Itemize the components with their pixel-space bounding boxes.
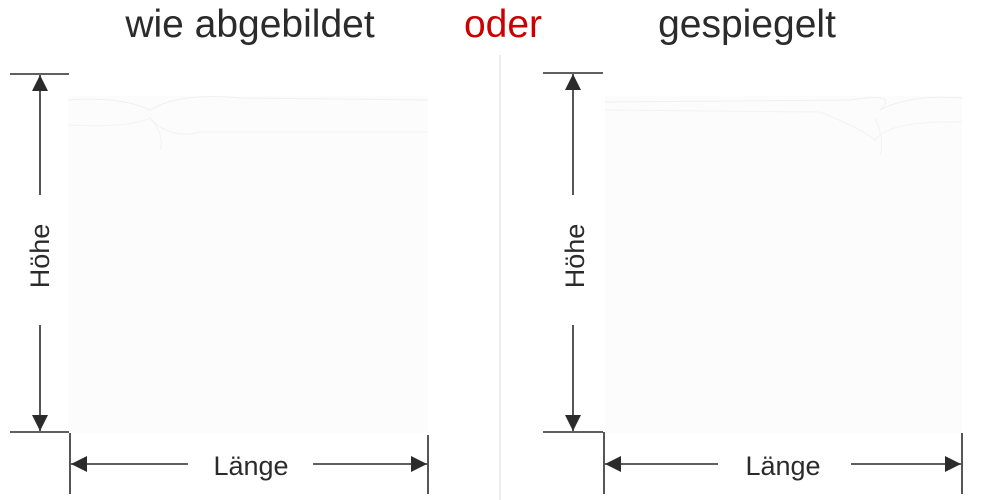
title-as-shown: wie abgebildet	[125, 3, 375, 46]
title-mirrored: gespiegelt	[658, 3, 836, 46]
product-silhouette-left	[67, 96, 429, 433]
title-separator-or: oder	[463, 3, 543, 46]
length-label-left: Länge	[213, 451, 289, 481]
product-silhouette-right	[604, 96, 963, 433]
height-label-left: Höhe	[25, 223, 55, 289]
length-label-right: Länge	[745, 451, 821, 481]
panel-mirrored	[543, 72, 963, 494]
height-label-right: Höhe	[560, 223, 590, 289]
panel-as-shown	[10, 73, 429, 494]
